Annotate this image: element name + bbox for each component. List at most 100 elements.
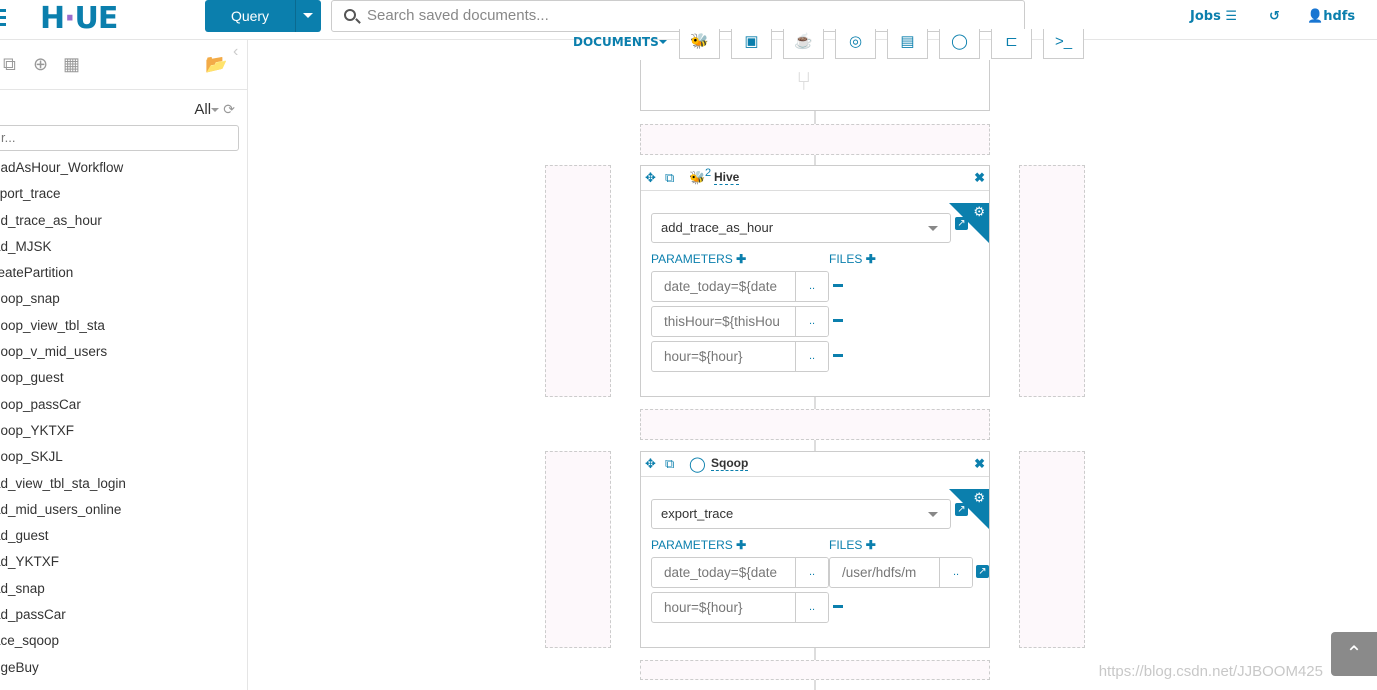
drop-zone-right[interactable] xyxy=(1019,165,1085,397)
documents-dropdown[interactable]: DOCUMENTS xyxy=(573,35,667,49)
list-item[interactable]: ad_YKTXF xyxy=(0,554,60,570)
parameter-input[interactable]: hour=${hour}.. xyxy=(651,341,829,372)
add-parameter-icon[interactable]: ✚ xyxy=(736,252,747,266)
browse-button[interactable]: .. xyxy=(795,593,828,622)
refresh-icon[interactable]: ⟳ xyxy=(223,101,235,117)
files-label: FILES ✚ xyxy=(829,252,876,266)
documents-label: DOCUMENTS xyxy=(573,35,659,49)
scroll-to-top-button[interactable]: ⌃ xyxy=(1331,632,1377,676)
external-link-icon[interactable]: ↗ xyxy=(976,565,989,578)
query-label[interactable]: Query xyxy=(205,0,296,32)
close-icon[interactable]: ✖ xyxy=(974,170,985,185)
list-item[interactable]: qoop_v_mid_users xyxy=(0,344,108,360)
fs-action-button[interactable]: ▤ xyxy=(887,29,928,59)
list-item[interactable]: qoop_guest xyxy=(0,370,64,386)
parameter-value: thisHour=${thisHou xyxy=(664,314,780,329)
remove-parameter-icon[interactable] xyxy=(833,319,843,322)
parameter-input[interactable]: hour=${hour}.. xyxy=(651,592,829,623)
drop-zone-right[interactable] xyxy=(1019,451,1085,648)
job-select[interactable]: export_trace xyxy=(651,499,951,529)
impala-action-button[interactable]: ▣ xyxy=(731,29,772,59)
browse-button[interactable]: .. xyxy=(795,272,828,301)
hue-logo[interactable]: H·UE xyxy=(40,1,118,36)
remove-parameter-icon[interactable] xyxy=(833,284,843,287)
drop-zone-left[interactable] xyxy=(545,451,611,648)
list-item[interactable]: reatePartition xyxy=(0,265,74,281)
list-item[interactable]: xport_trace xyxy=(0,186,61,202)
external-link-icon[interactable]: ↗ xyxy=(955,217,968,230)
browse-button[interactable]: .. xyxy=(795,342,828,371)
subworkflow-action-button[interactable]: ⊏ xyxy=(991,29,1032,59)
drop-zone[interactable] xyxy=(640,660,990,680)
grid-icon[interactable]: ▦ xyxy=(63,54,81,74)
list-item[interactable]: ad_MJSK xyxy=(0,238,52,254)
copy-icon[interactable]: ⧉ xyxy=(3,54,16,74)
user-menu[interactable]: 👤hdfs xyxy=(1307,9,1355,24)
script-select[interactable]: add_trace_as_hour xyxy=(651,213,951,243)
list-item[interactable]: qoop_snap xyxy=(0,291,60,307)
fork-icon: ⑂ xyxy=(796,66,812,96)
copy-icon[interactable]: ⧉ xyxy=(665,456,675,471)
search-input[interactable]: Search saved documents... xyxy=(331,0,1025,32)
card-title[interactable]: Hive xyxy=(714,170,740,185)
remove-parameter-icon[interactable] xyxy=(833,354,843,357)
list-item[interactable]: ad_passCar xyxy=(0,607,66,623)
sqoop-action-button[interactable]: ◯ xyxy=(939,29,980,59)
remove-parameter-icon[interactable] xyxy=(833,605,843,608)
list-item[interactable]: qoop_YKTXF xyxy=(0,422,75,438)
card-title[interactable]: Sqoop xyxy=(711,456,749,471)
add-file-icon[interactable]: ✚ xyxy=(865,538,876,552)
chevron-up-icon: ⌃ xyxy=(1345,643,1363,665)
script-select-value: add_trace_as_hour xyxy=(661,220,774,235)
browse-button[interactable]: .. xyxy=(939,558,972,587)
list-item[interactable]: dd_trace_as_hour xyxy=(0,212,102,228)
drop-zone-left[interactable] xyxy=(545,165,611,397)
drop-zone[interactable] xyxy=(640,409,990,440)
list-item[interactable]: qoop_passCar xyxy=(0,396,81,412)
list-item[interactable]: qoop_SKJL xyxy=(0,449,63,465)
hive-action-button[interactable]: 🐝 xyxy=(679,29,720,59)
java-action-button[interactable]: ☕ xyxy=(783,29,824,59)
list-item[interactable]: ad_snap xyxy=(0,580,45,596)
document-list: oadAsHour_Workflow xport_trace dd_trace_… xyxy=(0,159,126,685)
parameter-input[interactable]: date_today=${date.. xyxy=(651,271,829,302)
drop-zone[interactable] xyxy=(640,124,990,155)
hive-action-card: ✥ ⧉ 🐝 2 Hive ✖ ⚙ ↗ add_trace_as_hour PAR… xyxy=(640,165,990,397)
chevron-down-icon[interactable] xyxy=(303,13,313,23)
filter-input[interactable]: r... xyxy=(0,125,239,151)
filter-placeholder: r... xyxy=(1,130,16,145)
query-button[interactable]: Query xyxy=(205,0,321,32)
history-icon[interactable]: ↺ xyxy=(1269,9,1280,24)
browse-button[interactable]: .. xyxy=(795,558,828,587)
menu-icon[interactable] xyxy=(0,9,6,27)
browse-button[interactable]: .. xyxy=(795,307,828,336)
zoom-in-icon[interactable]: ⊕ xyxy=(33,54,49,74)
close-icon[interactable]: ✖ xyxy=(974,456,985,471)
move-icon[interactable]: ✥ xyxy=(645,456,656,471)
move-icon[interactable]: ✥ xyxy=(645,170,656,185)
list-item[interactable]: oadAsHour_Workflow xyxy=(0,160,124,175)
external-link-icon[interactable]: ↗ xyxy=(955,503,968,516)
card-header: ✥ ⧉ ◯ Sqoop ✖ xyxy=(641,452,989,477)
list-item[interactable]: ugeBuy xyxy=(0,659,39,675)
gears-icon[interactable]: ⚙ xyxy=(973,204,985,219)
parameter-input[interactable]: thisHour=${thisHou.. xyxy=(651,306,829,337)
list-item[interactable]: ace_sqoop xyxy=(0,633,60,649)
chevron-left-icon[interactable]: ‹ xyxy=(233,43,239,60)
jobs-link[interactable]: Jobs ☰ xyxy=(1190,9,1237,24)
parameter-input[interactable]: date_today=${date.. xyxy=(651,557,829,588)
copy-icon[interactable]: ⧉ xyxy=(665,170,675,185)
add-file-icon[interactable]: ✚ xyxy=(865,252,876,266)
folder-open-icon[interactable]: 📂 xyxy=(205,54,228,74)
gears-icon[interactable]: ⚙ xyxy=(973,490,985,505)
add-parameter-icon[interactable]: ✚ xyxy=(736,538,747,552)
parameters-label: PARAMETERS ✚ xyxy=(651,252,746,266)
list-item[interactable]: ad_view_tbl_sta_login xyxy=(0,475,126,491)
list-item[interactable]: ad_guest xyxy=(0,528,49,544)
list-item[interactable]: ad_mid_users_online xyxy=(0,501,122,517)
type-filter[interactable]: All ⟳ xyxy=(194,101,235,118)
file-input[interactable]: /user/hdfs/m.. xyxy=(829,557,973,588)
pig-action-button[interactable]: ◎ xyxy=(835,29,876,59)
list-item[interactable]: qoop_view_tbl_sta xyxy=(0,317,105,333)
shell-action-button[interactable]: >_ xyxy=(1043,29,1084,59)
